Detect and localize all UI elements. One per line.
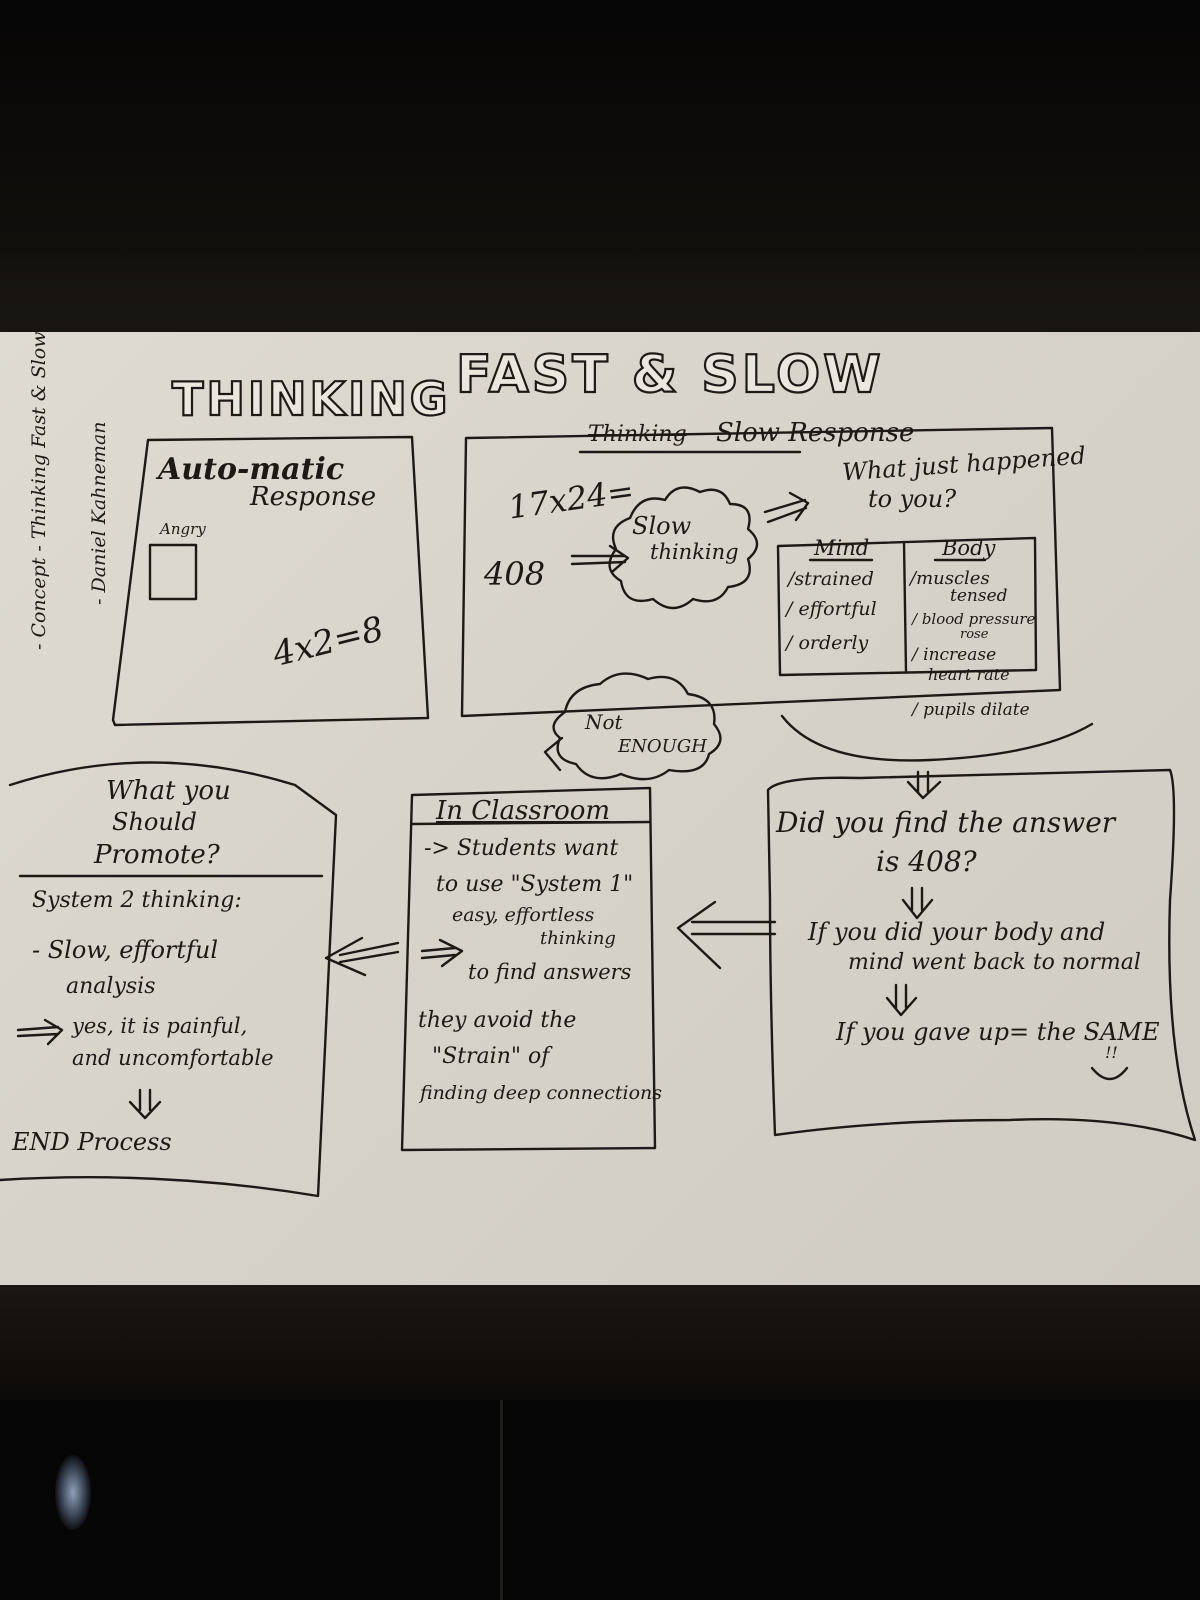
classroom-line-3: easy, effortless xyxy=(452,904,594,926)
answer-if-line-2: mind went back to normal xyxy=(848,950,1141,975)
angry-label: Angry xyxy=(160,520,206,538)
answer-question-line-2: is 408? xyxy=(876,845,977,878)
curved-brace xyxy=(782,716,1092,760)
cloud-text-thinking: thinking xyxy=(650,540,739,564)
concept-note: - Concept - Thinking Fast & Slow xyxy=(28,331,50,650)
classroom-heading: In Classroom xyxy=(436,796,610,826)
author-note: - Daniel Kahneman xyxy=(88,421,110,605)
body-item-3: / blood pressure xyxy=(912,610,1035,628)
title-thinking: THINKING xyxy=(172,372,451,426)
classroom-line-7: "Strain" of xyxy=(432,1044,549,1069)
mind-header: Mind xyxy=(814,536,869,560)
not-enough-cloud xyxy=(554,674,721,780)
classroom-line-6: they avoid the xyxy=(418,1008,576,1033)
cloud-text-slow: Slow xyxy=(632,512,691,540)
classroom-arrow xyxy=(422,940,462,966)
arrow-to-question xyxy=(765,493,808,522)
promote-heading-1: What you xyxy=(106,776,231,806)
slow-heading: Slow Response xyxy=(716,418,914,448)
promote-line-1: System 2 thinking: xyxy=(32,888,242,913)
not-enough-line-1: Not xyxy=(585,710,623,734)
not-enough-line-2: ENOUGH xyxy=(618,736,707,757)
classroom-line-5: to find answers xyxy=(468,960,631,984)
answer-gave-up: If you gave up= the SAME xyxy=(836,1018,1160,1046)
arrow-to-promote xyxy=(326,938,398,975)
body-item-6: heart rate xyxy=(928,665,1010,684)
mind-item-1: /strained xyxy=(788,568,874,590)
down-arrow-3 xyxy=(887,985,916,1015)
answer-exclaim: !! xyxy=(1105,1043,1118,1062)
auto-heading-response: Response xyxy=(250,482,376,512)
body-header: Body xyxy=(942,536,995,560)
promote-line-2: - Slow, effortful xyxy=(32,936,218,964)
classroom-line-4: thinking xyxy=(540,928,616,949)
promote-heading-3: Promote? xyxy=(94,840,220,870)
classroom-line-8: finding deep connections xyxy=(420,1082,662,1104)
classroom-line-1: -> Students want xyxy=(424,836,618,861)
promote-line-3: analysis xyxy=(66,974,155,999)
classroom-line-2: to use "System 1" xyxy=(436,872,633,897)
arrow-to-classroom xyxy=(678,902,775,968)
slow-answer: 408 xyxy=(484,555,545,593)
mind-item-2: / effortful xyxy=(786,598,877,620)
promote-line-5: and uncomfortable xyxy=(72,1046,274,1070)
question-line-2: to you? xyxy=(868,485,956,513)
promote-line-4: yes, it is painful, xyxy=(72,1014,247,1038)
mind-item-3: / orderly xyxy=(786,632,868,654)
promote-line-6: END Process xyxy=(12,1128,172,1156)
mind-body-divider xyxy=(904,542,906,672)
body-item-7: / pupils dilate xyxy=(912,700,1030,720)
body-item-5: / increase xyxy=(912,645,996,665)
arrow-to-cloud xyxy=(572,546,628,572)
body-item-4: rose xyxy=(960,627,988,642)
title-fast-slow: FAST & SLOW xyxy=(456,345,884,405)
down-arrow-2 xyxy=(903,888,932,918)
smile-face xyxy=(1092,1068,1127,1079)
down-arrow-4 xyxy=(130,1090,160,1118)
answer-question-line-1: Did you find the answer xyxy=(776,806,1115,839)
angry-face-card xyxy=(150,545,196,599)
crossed-out-word: Thinking xyxy=(588,422,687,447)
answer-if-line-1: If you did your body and xyxy=(808,918,1105,946)
promote-arrow xyxy=(18,1020,62,1044)
body-item-2: tensed xyxy=(950,586,1008,606)
promote-heading-2: Should xyxy=(112,808,197,836)
